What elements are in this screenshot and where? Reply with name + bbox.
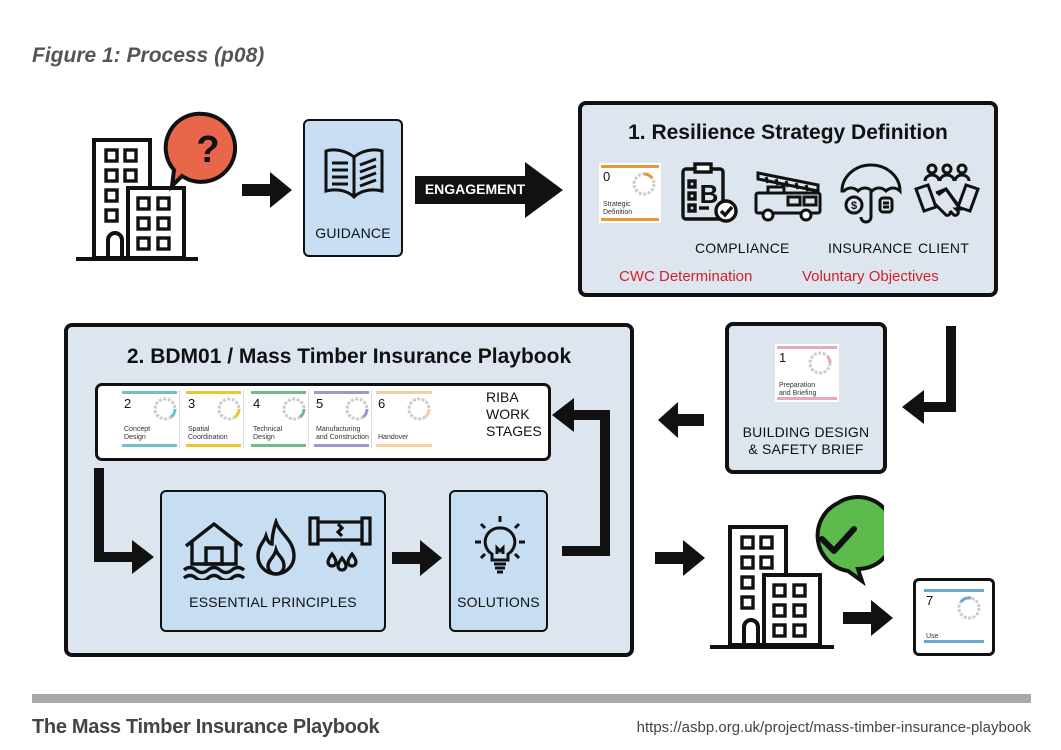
riba-stage-number: 2: [124, 396, 132, 411]
design-brief-label: BUILDING DESIGN& SAFETY BRIEF: [742, 424, 870, 457]
question-bubble-icon: ?: [163, 111, 238, 192]
riba-stage-name: Handover: [378, 434, 409, 441]
engagement-arrow-icon: [415, 162, 563, 218]
stage2-title: 2. BDM01 / Mass Timber Insurance Playboo…: [126, 345, 572, 368]
down-left-arrow-icon: [902, 326, 956, 424]
riba-stage-number: 4: [253, 396, 261, 411]
progress-ring-icon: [632, 172, 656, 196]
footer-divider: [32, 694, 1031, 703]
arrow-right-icon: [392, 540, 442, 576]
open-book-icon: [324, 148, 384, 200]
svg-text:B: B: [700, 179, 719, 209]
fire-icon: [256, 518, 296, 576]
riba-stage-number: 3: [188, 396, 196, 411]
progress-ring-icon: [407, 397, 431, 421]
leaking-pipe-icon: [308, 516, 372, 572]
client-label: CLIENT: [918, 240, 969, 256]
client-handshake-icon: [914, 163, 980, 217]
svg-text:?: ?: [196, 129, 219, 171]
figure-title: Figure 1: Process (p08): [32, 44, 265, 67]
progress-ring-icon: [217, 397, 241, 421]
compliance-label: COMPLIANCE: [695, 240, 790, 256]
arrow-right-icon: [655, 540, 705, 576]
solutions-label: SOLUTIONS: [457, 594, 540, 610]
arrow-right-icon: [843, 600, 893, 636]
essential-principles-label: ESSENTIAL PRINCIPLES: [189, 594, 357, 610]
riba-stage-0-number: 0: [603, 169, 611, 184]
resilience-strategy-panel: 1. Resilience Strategy Definition 0 Stra…: [578, 101, 998, 297]
progress-ring-icon: [345, 397, 369, 421]
riba-stage-7-card: 7 Use: [922, 587, 986, 645]
compliance-clipboard-icon: B: [681, 162, 738, 223]
progress-ring-icon: [808, 351, 832, 375]
fire-truck-icon: [754, 171, 822, 222]
check-bubble-icon: [815, 495, 884, 587]
riba-stage-number: 6: [378, 396, 386, 411]
insurance-umbrella-icon: $: [840, 163, 902, 224]
stage1-title: 1. Resilience Strategy Definition: [628, 121, 948, 144]
riba-stage-number: 5: [316, 396, 324, 411]
lightbulb-icon: [475, 516, 525, 574]
arrow-left-icon: [658, 402, 704, 438]
flood-house-icon: [182, 521, 246, 580]
insurance-label: INSURANCE: [828, 240, 913, 256]
footer-title: The Mass Timber Insurance Playbook: [32, 716, 380, 738]
guidance-box[interactable]: GUIDANCE: [303, 119, 403, 257]
footer-url-link[interactable]: https://asbp.org.uk/project/mass-timber-…: [636, 719, 1031, 736]
voluntary-objectives-label: Voluntary Objectives: [802, 268, 939, 285]
progress-ring-icon: [957, 596, 981, 620]
guidance-label: GUIDANCE: [315, 225, 391, 241]
engagement-label: ENGAGEMENT: [424, 181, 526, 197]
cwc-determination-label: CWC Determination: [619, 268, 753, 285]
svg-text:$: $: [851, 200, 857, 212]
building-question-icon: ?: [76, 111, 238, 261]
riba-stage-1-number: 1: [779, 350, 787, 365]
riba-stage-7-name: Use: [926, 633, 939, 640]
arrow-right-icon: [242, 172, 292, 208]
use-stage-box: 7 Use: [913, 578, 995, 656]
up-left-arrow-icon: [552, 398, 610, 556]
down-right-arrow-icon: [94, 468, 154, 574]
solutions-box[interactable]: SOLUTIONS: [449, 490, 548, 632]
essential-principles-box[interactable]: ESSENTIAL PRINCIPLES: [160, 490, 386, 632]
progress-ring-icon: [282, 397, 306, 421]
riba-stage-7-number: 7: [926, 593, 934, 608]
building-approved-icon: [710, 495, 884, 649]
progress-ring-icon: [153, 397, 177, 421]
